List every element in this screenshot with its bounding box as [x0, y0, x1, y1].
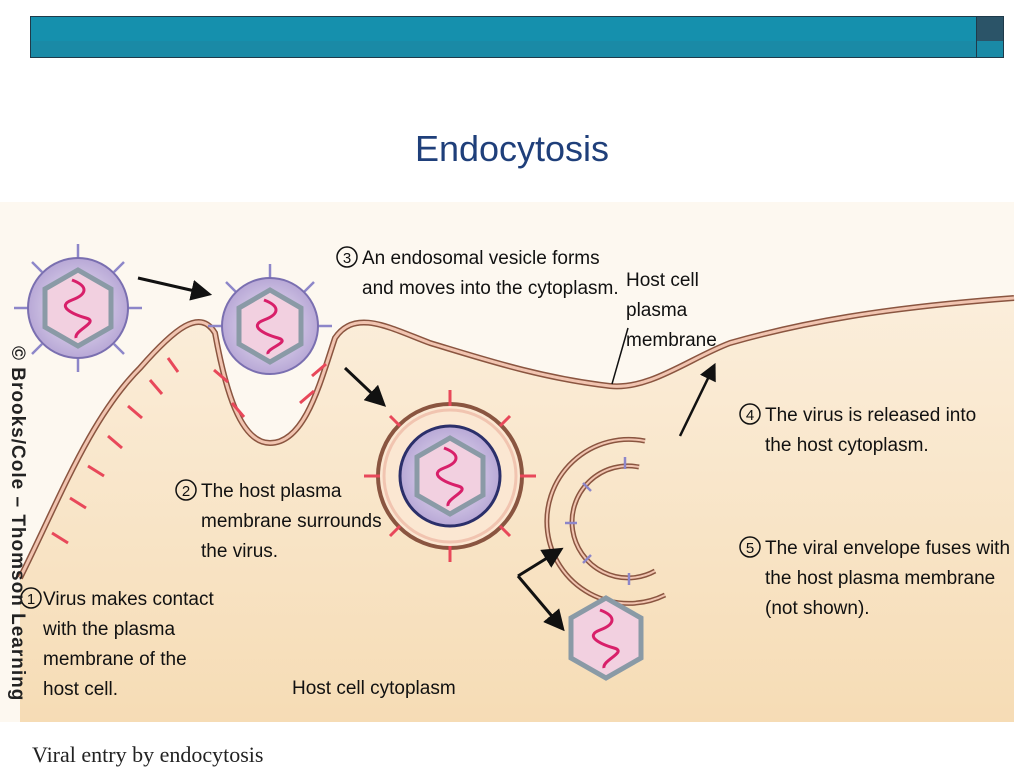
step-number-circle	[739, 403, 761, 425]
released-capsid	[568, 595, 644, 681]
membrane-label-line-3: membrane	[626, 330, 717, 351]
membrane-leader-line	[611, 327, 629, 385]
step-4-line-1: The virus is released into	[765, 405, 976, 426]
copyright-credit: © Brooks/Cole – Thomson Learning	[7, 346, 28, 702]
viral-rna	[255, 298, 284, 355]
receptor	[69, 496, 87, 510]
virus-surrounded	[208, 264, 332, 375]
receptor	[148, 379, 164, 395]
endosomal-vesicle	[364, 390, 536, 562]
receptor	[127, 404, 143, 420]
step-number-circle	[175, 479, 197, 501]
step-number-circle	[336, 246, 358, 268]
endocytosis-figure: 3 An endosomal vesicle forms and moves i…	[0, 198, 1024, 768]
title-bar	[30, 16, 1004, 58]
step-3-annotation: 3 An endosomal vesicle forms and moves i…	[336, 246, 619, 299]
receptor	[230, 402, 246, 418]
receptor	[213, 368, 229, 384]
receptor	[166, 357, 180, 373]
receptor	[299, 389, 315, 405]
slide-title: Endocytosis	[414, 128, 610, 169]
step-5-number: 5	[746, 540, 754, 557]
step-1-line-4: host cell.	[43, 679, 118, 700]
title-bar-stripe	[31, 17, 1003, 41]
step-1-annotation: 1 Virus makes contact with the plasma me…	[20, 587, 214, 700]
receptor	[51, 531, 69, 545]
membrane-label: Host cell plasma membrane	[626, 270, 717, 351]
host-cell-cytoplasm	[20, 298, 1014, 722]
step-5-line-3: (not shown).	[765, 598, 870, 619]
step-2-annotation: 2 The host plasma membrane surrounds the…	[175, 479, 382, 562]
title-bar-end-block	[976, 17, 1003, 41]
step-2-line-1: The host plasma	[201, 481, 342, 502]
step-4-line-2: the host cytoplasm.	[765, 435, 929, 456]
viral-rna	[591, 608, 620, 669]
step-1-line-1: Virus makes contact	[43, 589, 214, 610]
receptor-group	[51, 357, 327, 545]
endocytosis-diagram: 3 An endosomal vesicle forms and moves i…	[0, 202, 1015, 722]
arrow	[516, 575, 565, 632]
step-5-line-1: The viral envelope fuses with	[765, 538, 1010, 559]
virus-spikes	[14, 244, 142, 372]
step-5-annotation: 5 The viral envelope fuses with the host…	[739, 536, 1010, 619]
virus-contact	[14, 244, 142, 372]
step-1-line-3: membrane of the	[43, 649, 187, 670]
membrane-label-line-2: plasma	[626, 300, 688, 321]
arrow	[343, 366, 387, 407]
step-1-number: 1	[27, 591, 35, 608]
step-3-line-2: and moves into the cytoplasm.	[362, 278, 619, 299]
viral-capsid	[236, 287, 304, 365]
step-1-line-2: with the plasma	[42, 619, 175, 640]
arrow	[517, 547, 564, 578]
step-number-circle	[20, 587, 42, 609]
viral-rna	[63, 278, 92, 339]
receptor	[87, 464, 105, 478]
cytoplasm-label: Host cell cytoplasm	[292, 678, 456, 699]
viral-rna	[435, 446, 464, 507]
vesicle-receptors	[364, 390, 536, 562]
step-2-line-3: the virus.	[201, 541, 278, 562]
step-2-line-2: membrane surrounds	[201, 511, 382, 532]
receptor	[311, 362, 327, 378]
step-3-line-1: An endosomal vesicle forms	[362, 248, 600, 269]
viral-capsid	[414, 435, 486, 517]
host-plasma-membrane-inner	[18, 296, 1015, 579]
step-4-number: 4	[746, 407, 754, 424]
step-2-number: 2	[182, 483, 190, 500]
membrane-label-line-1: Host cell	[626, 270, 699, 291]
figure-caption: Viral entry by endocytosis	[32, 742, 264, 767]
viral-capsid	[42, 267, 114, 349]
receptor	[107, 434, 123, 450]
step-number-circle	[739, 536, 761, 558]
arrow	[137, 276, 213, 301]
virus-spikes	[208, 264, 332, 328]
step-5-line-2: the host plasma membrane	[765, 568, 995, 589]
arrow	[678, 362, 716, 437]
viral-capsid	[568, 595, 644, 681]
title-bar-end-block-lower	[976, 41, 1003, 57]
step-3-number: 3	[343, 250, 351, 267]
step-4-annotation: 4 The virus is released into the host cy…	[739, 403, 976, 456]
